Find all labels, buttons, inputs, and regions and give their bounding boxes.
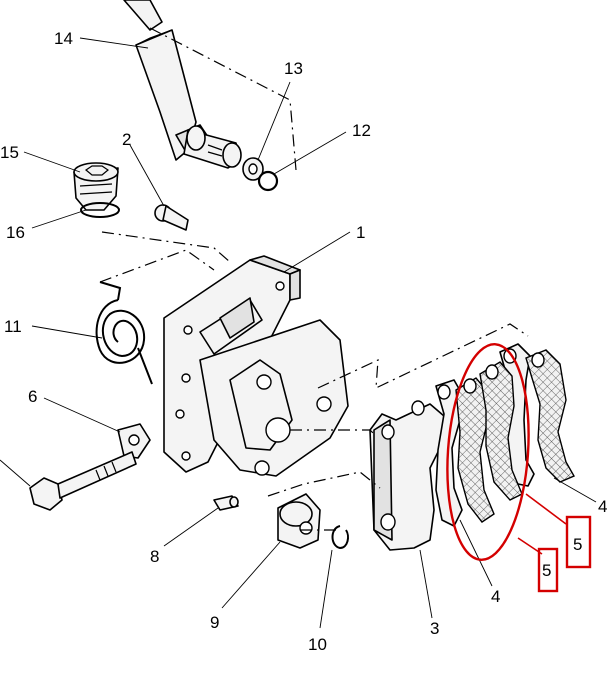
red-highlight — [446, 343, 592, 593]
ring-part — [80, 202, 120, 218]
callout-10: 10 — [308, 635, 327, 654]
callout-box-5b — [537, 547, 559, 593]
callout-11: 11 — [4, 317, 22, 336]
assembly-axis-lines — [99, 27, 529, 531]
friction-pad-part — [525, 349, 575, 483]
callout-3: 3 — [430, 619, 439, 638]
callout-2: 2 — [122, 130, 131, 149]
callout-12: 12 — [352, 121, 371, 140]
o-ring-part — [257, 170, 279, 192]
long-bolt-part — [29, 451, 137, 511]
friction-pad-part — [479, 361, 523, 501]
leader-lines — [0, 37, 597, 629]
callout-13: 13 — [284, 59, 303, 78]
roller-part — [277, 493, 321, 549]
callout-14: 14 — [54, 29, 73, 48]
callout-4a: 4 — [598, 497, 607, 516]
housing-part — [163, 255, 349, 477]
dowel-pin-part — [213, 495, 239, 511]
small-bolt-part — [154, 204, 189, 231]
bracket-part — [369, 400, 445, 551]
circlip-part — [331, 525, 349, 550]
callout-5b: 5 — [542, 561, 551, 580]
callout-1: 1 — [356, 223, 365, 242]
callout-5a: 5 — [573, 535, 582, 554]
callout-15: 15 — [0, 143, 19, 162]
pin-part — [183, 125, 242, 169]
plug-part — [73, 162, 119, 211]
callout-16: 16 — [6, 223, 25, 242]
highlight-ellipse — [446, 343, 530, 561]
clip-part — [117, 423, 151, 459]
callout-9: 9 — [210, 613, 219, 632]
washer-part — [242, 157, 264, 181]
spring-part — [95, 281, 153, 385]
callout-8: 8 — [150, 547, 159, 566]
callout-6: 6 — [28, 387, 37, 406]
callout-4b: 4 — [491, 587, 500, 606]
callout-box-5a — [565, 515, 592, 569]
callout-labels: 1 2 3 4 4 5 5 6 8 9 10 11 12 13 14 15 16 — [0, 29, 607, 654]
